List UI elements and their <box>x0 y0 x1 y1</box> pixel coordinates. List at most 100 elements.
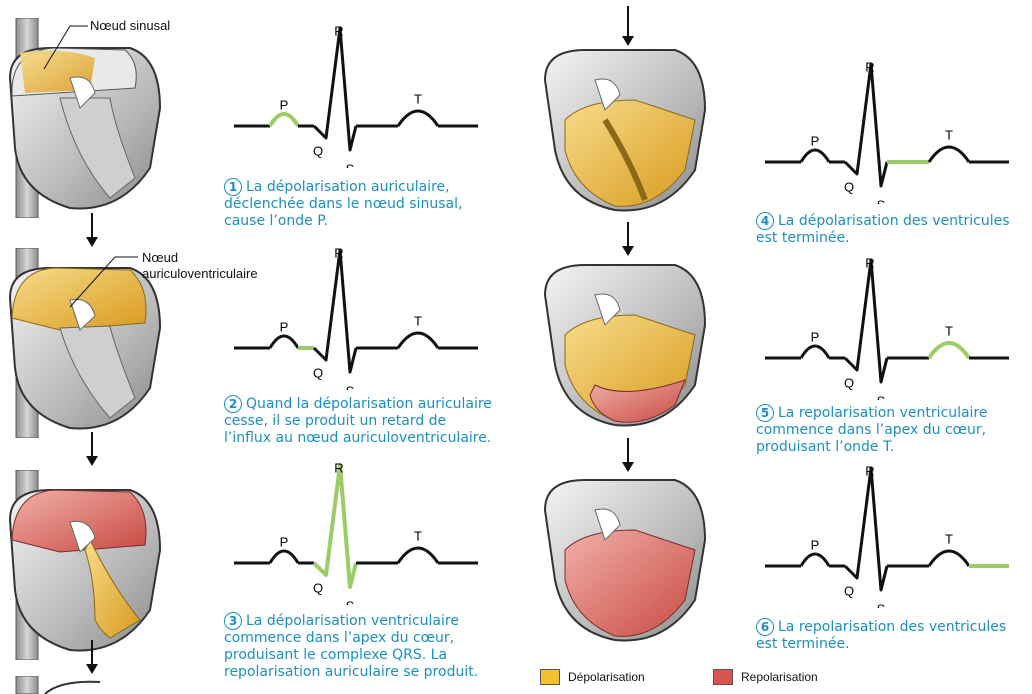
ecg-letter-t: T <box>414 92 422 107</box>
ecg-segment-t <box>398 548 438 563</box>
step-number: 3 <box>224 612 242 630</box>
step-number: 2 <box>224 395 242 413</box>
legend-depol-swatch <box>540 669 560 685</box>
ecg-segment-t <box>398 333 438 348</box>
caption-line: est terminée. <box>756 636 850 652</box>
ecg-segment-p <box>270 114 298 126</box>
caption-line: La dépolarisation ventriculaire <box>246 613 459 629</box>
caption-line: cesse, il se produit un retard de <box>224 413 446 429</box>
ecg-letter-s: S <box>877 198 886 204</box>
legend-depol-label: Dépolarisation <box>568 670 645 684</box>
heart-step-3 <box>0 470 170 660</box>
caption-line: repolarisation auriculaire se produit. <box>224 664 478 680</box>
ecg-letter-r: R <box>334 461 343 476</box>
sinus-node-label: Nœud sinusal <box>90 18 170 33</box>
ecg-letter-q: Q <box>844 180 854 195</box>
ecg-segment-qrs <box>314 250 356 372</box>
legend-repol-label: Repolarisation <box>741 670 818 684</box>
ecg-segment-qrs <box>314 465 356 587</box>
caption-line: La dépolarisation des ventricules <box>778 213 1010 229</box>
av-node-leader <box>60 252 140 312</box>
step-number: 1 <box>224 178 242 196</box>
ecg-trace-6: P R Q S T <box>763 458 1013 608</box>
legend-repol-swatch <box>713 669 733 685</box>
heart-step-4-partial <box>0 676 120 694</box>
ecg-segment-t <box>929 343 969 358</box>
ecg-letter-p: P <box>280 535 289 550</box>
ecg-letter-s: S <box>346 162 355 168</box>
caption-line: La dépolarisation auriculaire, <box>246 179 450 195</box>
caption-line: Quand la dépolarisation auriculaire <box>246 396 492 412</box>
ecg-letter-q: Q <box>844 376 854 391</box>
arrow-down-icon <box>84 213 100 247</box>
ecg-trace-2: P R Q S T <box>232 240 482 390</box>
ecg-segment-qrs <box>845 260 887 382</box>
ecg-letter-r: R <box>865 256 874 271</box>
arrow-down-icon <box>620 438 636 472</box>
ecg-segment-p <box>801 554 829 566</box>
caption-line: La repolarisation des ventricules <box>778 619 1006 635</box>
heart-step-5 <box>535 255 715 435</box>
ecg-letter-s: S <box>346 599 355 605</box>
ecg-letter-t: T <box>945 532 953 547</box>
ecg-letter-p: P <box>280 320 289 335</box>
ecg-letter-q: Q <box>313 366 323 381</box>
step-number: 6 <box>756 618 774 636</box>
ecg-letter-q: Q <box>844 584 854 599</box>
ecg-letter-s: S <box>346 384 355 390</box>
heart-step-4 <box>535 40 715 220</box>
step-number: 4 <box>756 212 774 230</box>
sinus-node-leader <box>40 14 90 74</box>
ecg-letter-q: Q <box>313 144 323 159</box>
ecg-letter-p: P <box>280 98 289 113</box>
ecg-letter-t: T <box>945 128 953 143</box>
arrow-down-icon <box>84 432 100 466</box>
caption-line: est terminée. <box>756 230 850 246</box>
ecg-letter-s: S <box>877 602 886 608</box>
ecg-letter-s: S <box>877 394 886 400</box>
ecg-letter-t: T <box>945 324 953 339</box>
ecg-trace-1: P R Q S T <box>232 18 482 168</box>
ecg-segment-qrs <box>845 64 887 186</box>
ecg-letter-p: P <box>811 134 820 149</box>
ecg-segment-qrs <box>314 28 356 150</box>
caption-line: cause l’onde P. <box>224 213 328 229</box>
ecg-trace-3: P R Q S T <box>232 455 482 605</box>
ecg-segment-t <box>929 147 969 162</box>
caption-line: La repolarisation ventriculaire <box>778 405 988 421</box>
arrow-down-icon <box>84 640 100 674</box>
caption-line: l’influx au nœud auriculoventriculaire. <box>224 430 491 446</box>
caption-line: déclenchée dans le nœud sinusal, <box>224 196 462 212</box>
ecg-letter-r: R <box>865 60 874 75</box>
caption-line: commence dans l’apex du cœur, <box>224 630 454 646</box>
ecg-letter-t: T <box>414 314 422 329</box>
caption-line: commence dans l’apex du cœur, <box>756 422 986 438</box>
caption-line: produisant l’onde T. <box>756 439 894 455</box>
ecg-letter-p: P <box>811 538 820 553</box>
ecg-trace-5: PRQST <box>763 250 1013 400</box>
av-node-label-line1: Nœud <box>142 250 178 265</box>
ecg-segment-t <box>398 111 438 126</box>
ecg-segment-p <box>270 551 298 563</box>
ecg-letter-r: R <box>334 24 343 39</box>
ecg-letter-r: R <box>865 464 874 479</box>
ecg-letter-r: R <box>334 246 343 261</box>
ecg-segment-p <box>801 150 829 162</box>
heart-step-6 <box>535 470 715 650</box>
ecg-segment-p <box>801 346 829 358</box>
ecg-segment-qrs <box>845 468 887 590</box>
step-number: 5 <box>756 404 774 422</box>
ecg-letter-q: Q <box>313 581 323 596</box>
ecg-segment-t <box>929 551 969 566</box>
ecg-trace-4: P R Q S T <box>763 54 1013 204</box>
caption-line: produisant le complexe QRS. La <box>224 647 447 663</box>
ecg-segment-p <box>270 336 298 348</box>
ecg-letter-t: T <box>414 529 422 544</box>
arrow-down-icon <box>620 222 636 256</box>
